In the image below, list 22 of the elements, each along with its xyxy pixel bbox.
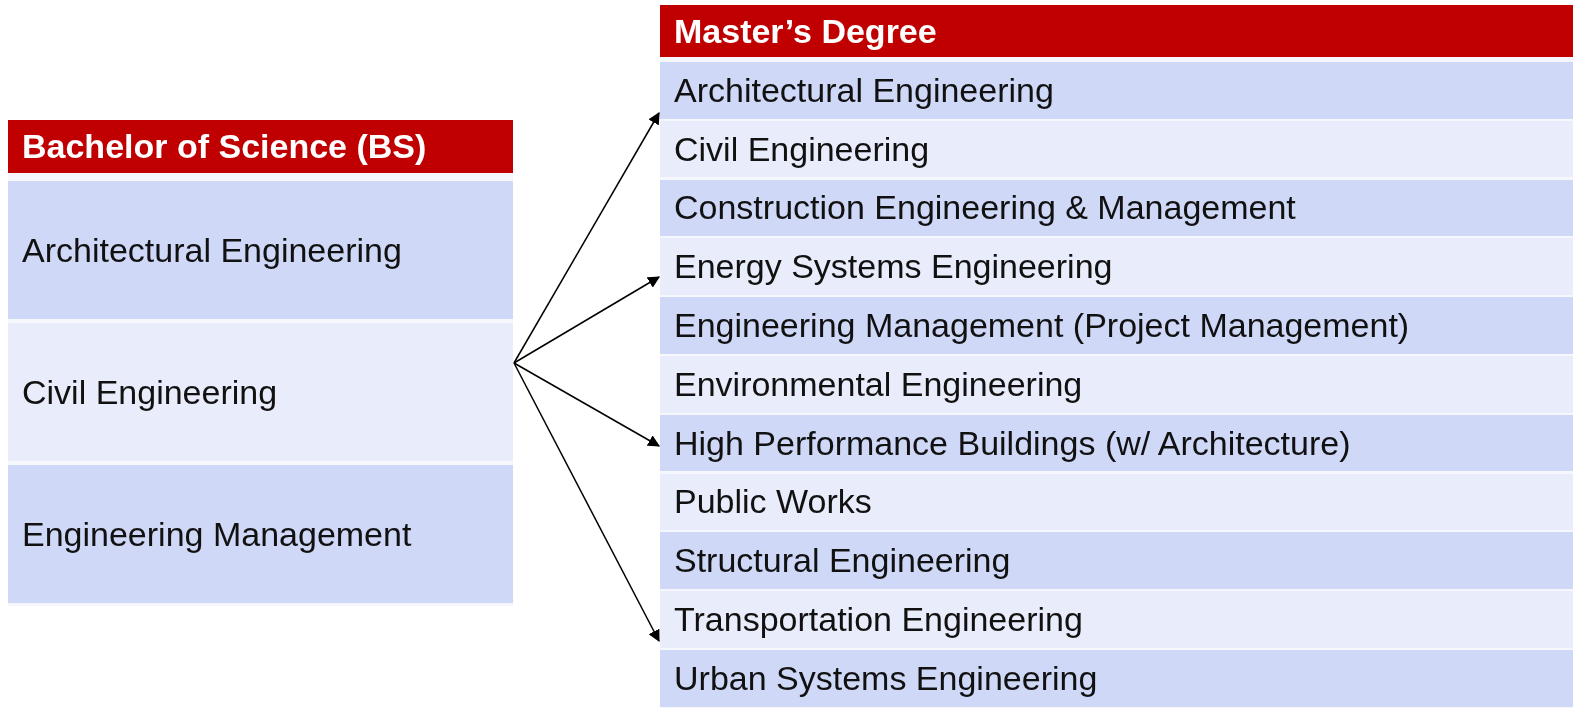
table-header: Master’s Degree [660, 5, 1573, 57]
arrow [513, 362, 660, 643]
table-row: Civil Engineering [8, 323, 513, 461]
table-row: Public Works [660, 473, 1573, 531]
table [8, 120, 513, 606]
table-row: Environmental Engineering [660, 356, 1573, 413]
arrow [513, 362, 661, 447]
table-row: Transportation Engineering [660, 591, 1573, 648]
table [660, 5, 1573, 708]
table-row: Engineering Management [8, 465, 513, 603]
table-row: Energy Systems Engineering [660, 238, 1573, 295]
arrow [513, 276, 661, 364]
table-row: High Performance Buildings (w/ Architecture) [660, 414, 1573, 472]
table-row: Civil Engineering [660, 120, 1573, 178]
table-header: Bachelor of Science (BS) [8, 120, 513, 173]
table-row: Structural Engineering [660, 532, 1573, 589]
table-row: Urban Systems Engineering [660, 650, 1573, 707]
table-row: Construction Engineering & Management [660, 179, 1573, 237]
arrow [513, 111, 660, 364]
table-row: Architectural Engineering [660, 62, 1573, 119]
table-row: Engineering Management (Project Management) [660, 297, 1573, 354]
table-row: Architectural Engineering [8, 181, 513, 319]
